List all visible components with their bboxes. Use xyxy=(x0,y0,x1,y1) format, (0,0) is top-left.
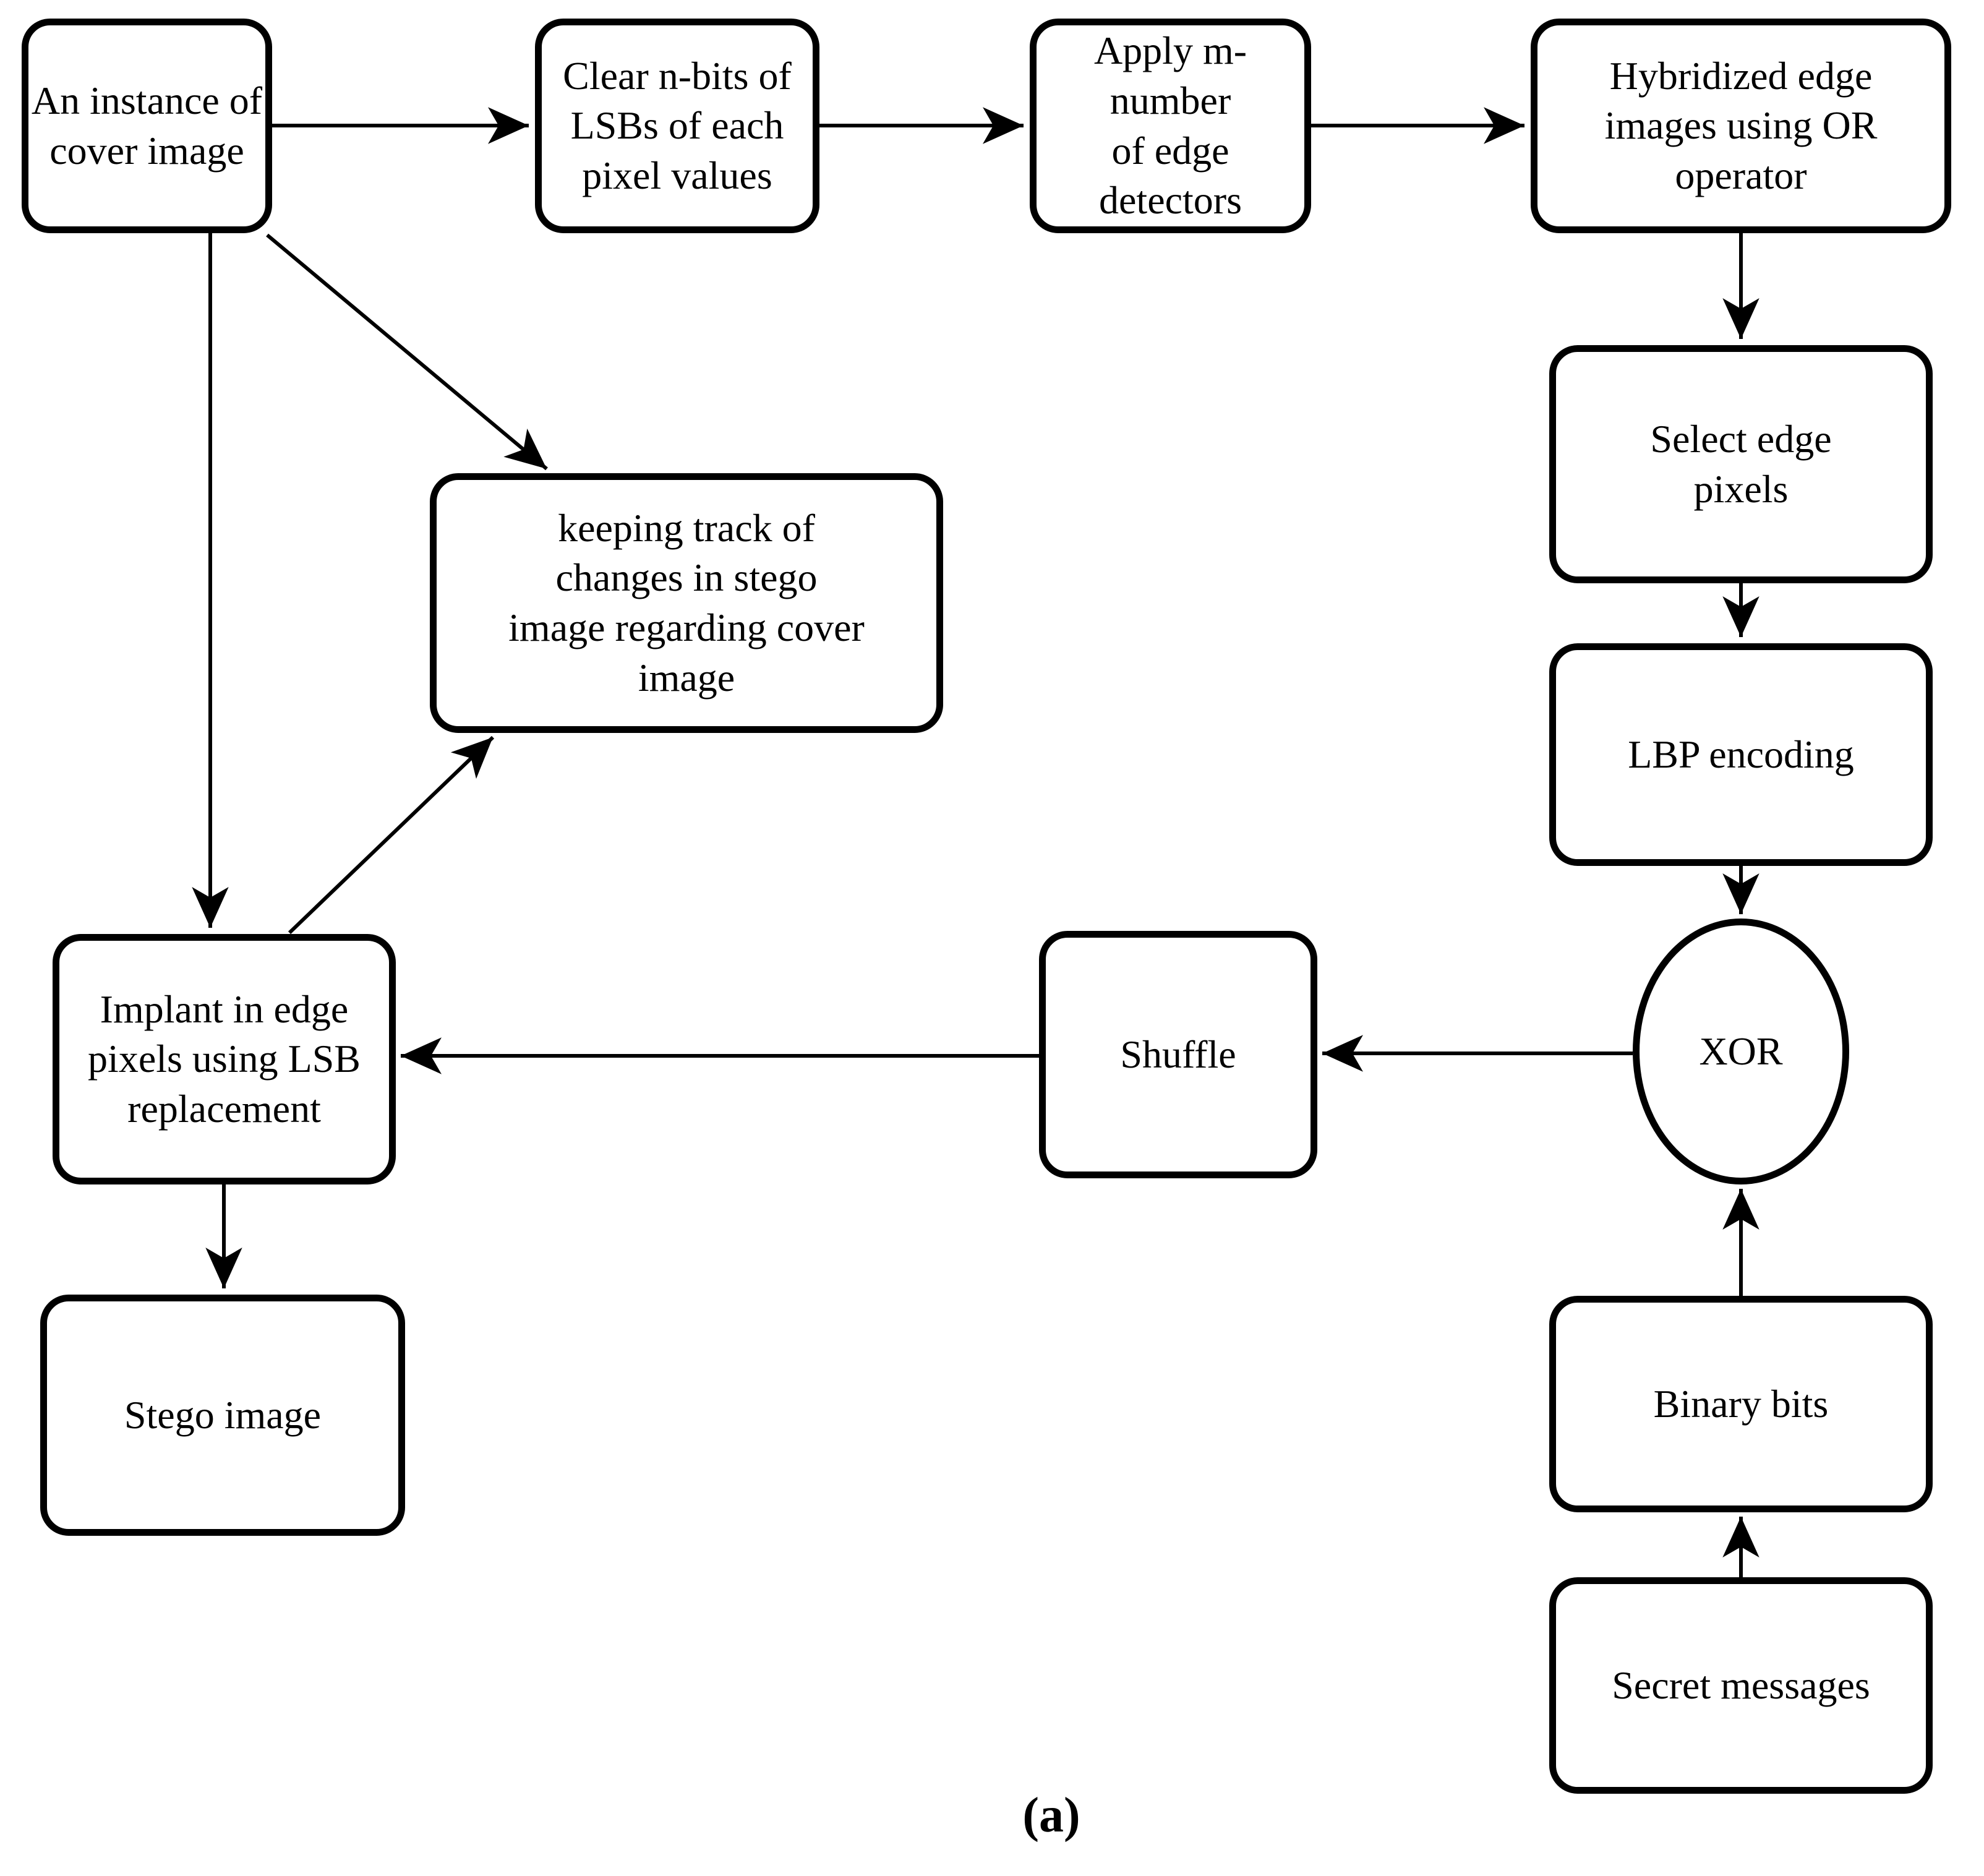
node-cover-image: An instance of cover image xyxy=(22,19,272,233)
node-edge-detectors: Apply m-number of edge detectors xyxy=(1030,19,1311,233)
node-shuffle: Shuffle xyxy=(1039,931,1317,1178)
figure-caption: (a) xyxy=(1022,1788,1080,1843)
arrow-implant-to-keeping-track xyxy=(288,735,495,935)
node-stego-image: Stego image xyxy=(40,1295,405,1536)
node-keeping-track: keeping track of changes in stego image … xyxy=(430,473,943,733)
node-lbp-encoding: LBP encoding xyxy=(1549,643,1933,866)
node-clear-n-bits: Clear n-bits of LSBs of each pixel value… xyxy=(535,19,819,233)
node-select-edge-pixels: Select edge pixels xyxy=(1549,345,1933,583)
node-hybridized-edges: Hybridized edge images using OR operator xyxy=(1531,19,1951,233)
arrow-cover-to-keeping-track xyxy=(266,233,548,471)
node-secret-messages: Secret messages xyxy=(1549,1577,1933,1794)
node-xor-operator: XOR xyxy=(1633,919,1849,1184)
node-binary-bits: Binary bits xyxy=(1549,1296,1933,1512)
node-implant-lsb: Implant in edge pixels using LSB replace… xyxy=(53,934,396,1184)
